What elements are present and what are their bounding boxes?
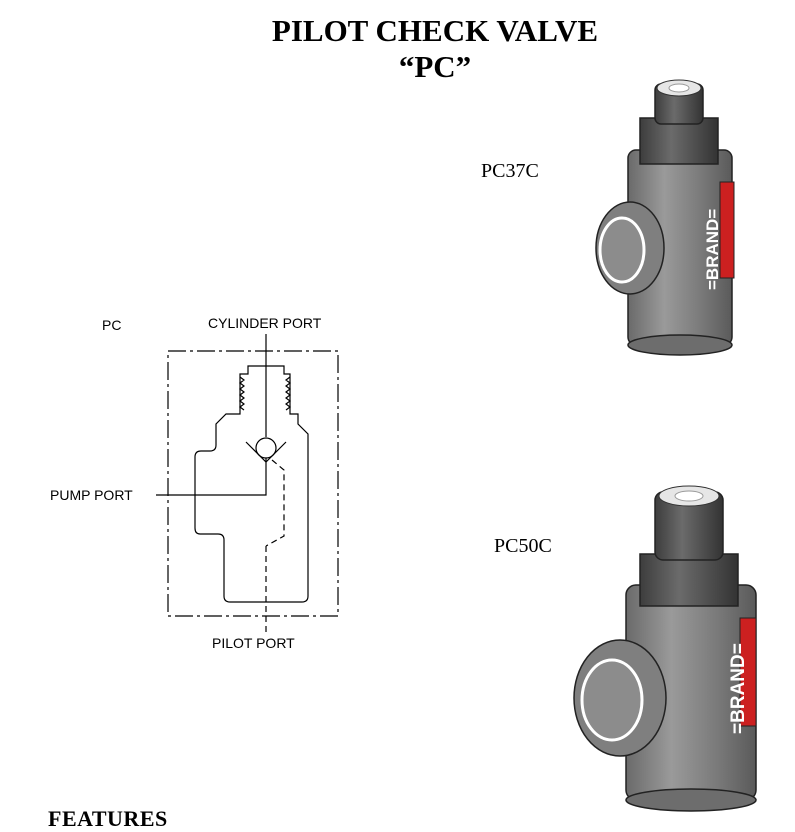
thread-left xyxy=(239,376,245,411)
brand-mark-large: =BRAND= xyxy=(728,643,749,734)
model-label-pc37c: PC37C xyxy=(481,160,539,182)
pump-port-label: PUMP PORT xyxy=(50,487,133,503)
features-heading: FEATURES xyxy=(48,806,168,831)
cylinder-port-label: CYLINDER PORT xyxy=(208,315,322,331)
valve-body-large: =BRAND= xyxy=(573,485,757,812)
schematic-cavity xyxy=(194,365,309,603)
page-title: PILOT CHECK VALVE xyxy=(271,13,599,48)
schematic-name: PC xyxy=(102,317,122,333)
pump-port-line xyxy=(156,458,267,496)
thread-right xyxy=(285,376,291,411)
valve-body-small: =BRAND= xyxy=(595,79,735,356)
model-label-pc50c: PC50C xyxy=(494,535,552,557)
pilot-port-label: PILOT PORT xyxy=(212,635,295,651)
schematic-envelope xyxy=(167,350,339,617)
pilot-line-upper xyxy=(265,459,285,547)
page-subtitle: “PC” xyxy=(398,49,472,84)
brand-mark-small: =BRAND= xyxy=(703,209,722,290)
